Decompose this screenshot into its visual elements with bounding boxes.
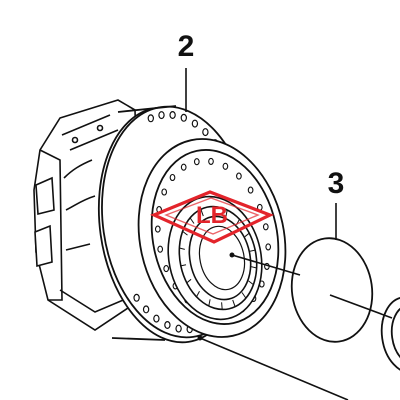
leader-dot-bottom (197, 335, 203, 341)
bolt-hole (202, 128, 209, 137)
leader-line-bore (231, 254, 301, 276)
leader-lines (185, 68, 393, 400)
bolt-hole (169, 173, 176, 182)
bolt-hole (265, 243, 272, 251)
spline-tooth (248, 280, 254, 285)
spline-tooth (225, 209, 228, 217)
bolt-hole (133, 293, 140, 302)
bolt-hole (247, 186, 254, 194)
spline-tooth (244, 232, 250, 238)
bolt-hole (164, 321, 171, 330)
spline-tooth (241, 292, 247, 299)
bolt-hole (222, 162, 229, 170)
bolt-hole (142, 305, 150, 314)
bolt-hole (236, 172, 242, 180)
bolt-hole (157, 245, 164, 253)
watermark-logo: LB (149, 190, 275, 244)
spline-tooth (232, 299, 236, 307)
watermark-diamond-inner (164, 197, 260, 235)
watermark-text: LB (196, 202, 228, 229)
spline-tooth (182, 231, 188, 236)
seal-ring (290, 237, 374, 343)
spline-tooth (249, 249, 256, 252)
bolt-hole (153, 314, 160, 323)
spline-tooth (200, 209, 204, 217)
bolt-hole (163, 265, 170, 273)
leader-dot-bore (229, 252, 235, 258)
bolt-hole (180, 113, 187, 122)
spline-tooth (180, 264, 187, 267)
callout-3: 3 (328, 167, 345, 200)
spline-tooth (251, 266, 257, 269)
spline-tooth (196, 291, 200, 297)
callout-2: 2 (178, 30, 195, 63)
bolt-hole (147, 114, 154, 123)
bolt-hole (169, 110, 176, 119)
bolt-hole (154, 225, 161, 233)
leader-line-seal (329, 294, 393, 319)
spline-tooth (221, 302, 223, 310)
bolt-hole (175, 324, 182, 333)
bolt-hole (262, 223, 269, 231)
spline-tooth (213, 206, 215, 214)
bolt-hole (161, 188, 168, 196)
bolt-hole (193, 158, 200, 166)
spline-tooth (179, 247, 185, 250)
bolt-hole (191, 119, 199, 128)
bolt-hole (158, 111, 165, 120)
adjacent-part (380, 296, 400, 374)
spline-tooth (186, 278, 192, 284)
bolt-hole (208, 157, 214, 165)
leader-line-bottom (199, 337, 349, 400)
watermark-diamond (149, 190, 275, 244)
bolt-hole (180, 163, 187, 171)
spline-tooth (208, 299, 211, 307)
spline-tooth (189, 217, 195, 224)
